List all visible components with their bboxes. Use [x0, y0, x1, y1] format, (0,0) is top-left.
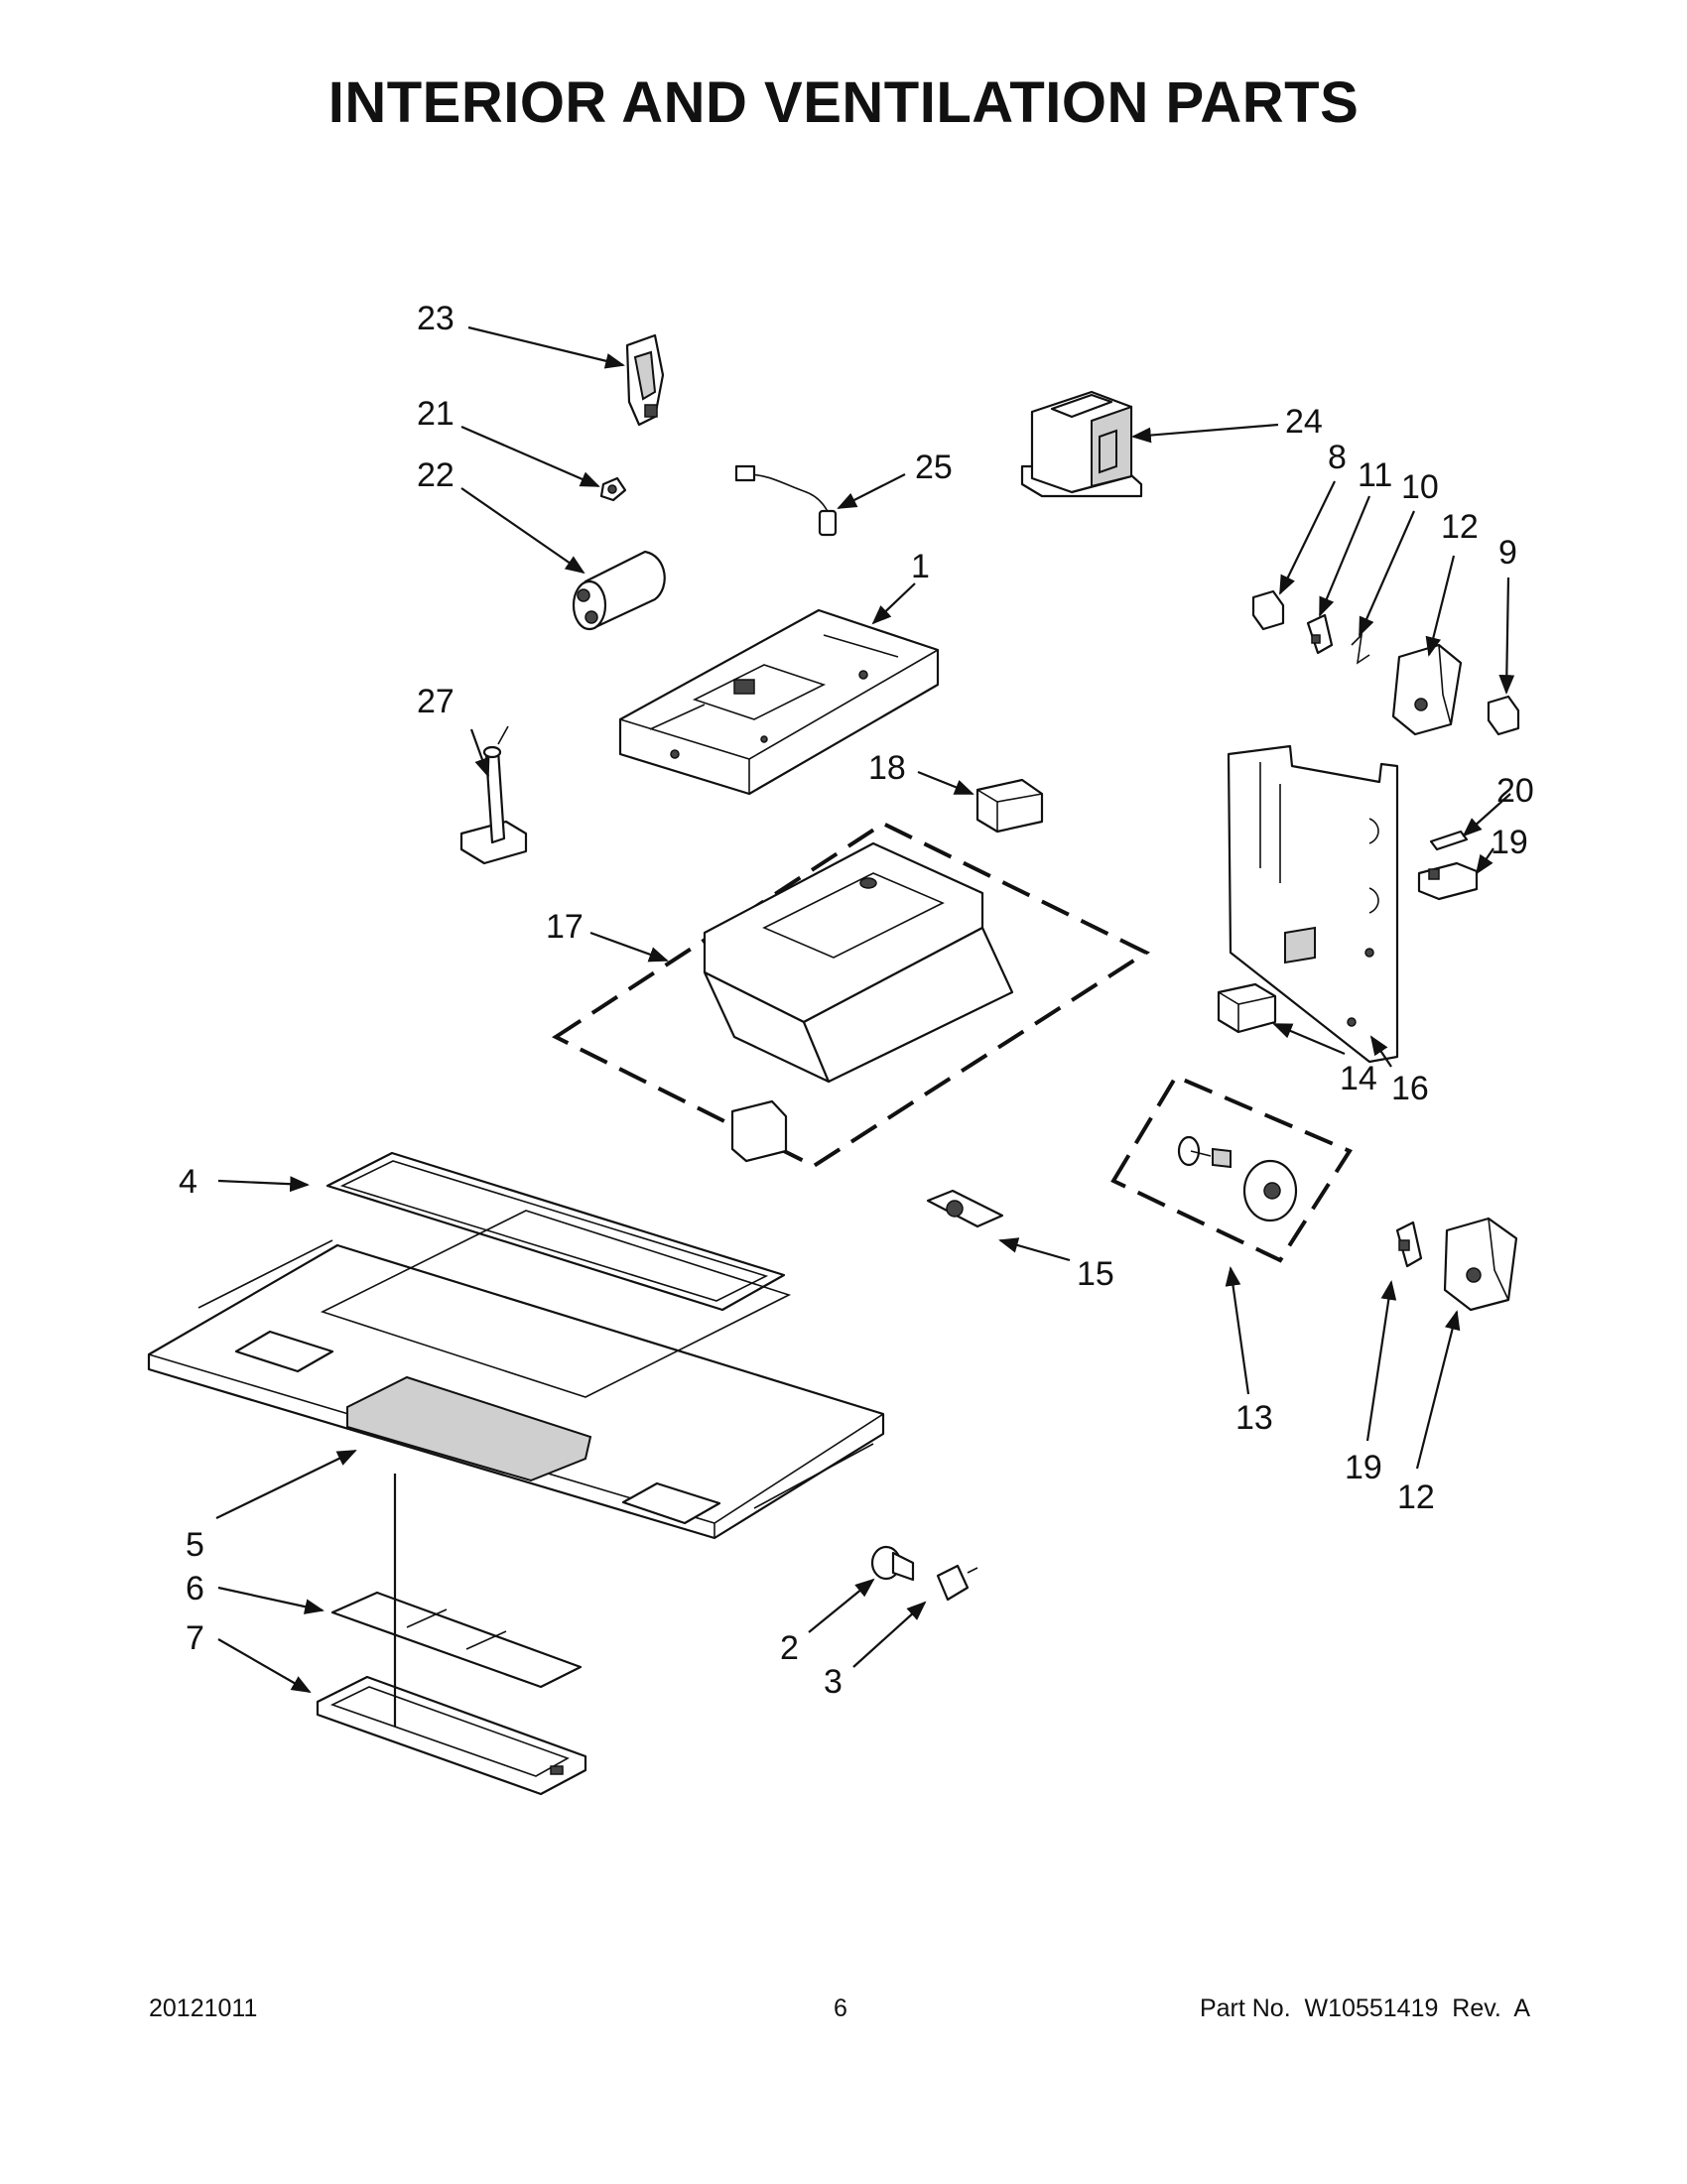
part-6-charcoal-filter [330, 1591, 583, 1689]
part-27-post [459, 725, 528, 865]
part-7-filter-tray [316, 1675, 587, 1796]
callout-21: 20 [1496, 772, 1534, 810]
callout-13: 13 [1235, 1399, 1273, 1437]
callout-22: 21 [417, 395, 454, 433]
callout-17: 17 [546, 908, 584, 946]
callout-26: 25 [915, 449, 953, 486]
part-22-clip [599, 476, 627, 502]
part-9-switch [1487, 695, 1520, 736]
leader-lines [215, 325, 1515, 1727]
callout-5: 5 [186, 1526, 204, 1564]
part-13-stirrer-assembly [1110, 1074, 1353, 1263]
callout-25: 22 [417, 456, 454, 494]
callout-7: 7 [186, 1619, 204, 1657]
callout-11: 11 [1358, 456, 1392, 494]
callout-20: 19 [1491, 824, 1528, 861]
part-25-capacitor [572, 550, 666, 631]
callout-24: 23 [417, 300, 454, 337]
callout-6: 6 [186, 1570, 204, 1607]
part-12-switch-holder-lower [1443, 1217, 1518, 1312]
callout-23: 24 [1285, 403, 1323, 441]
part-5-bottom-plate [147, 1210, 885, 1540]
part-11-switch [1306, 613, 1334, 655]
part-19-switch-actuator [1395, 1220, 1423, 1268]
callout-18: 18 [868, 749, 906, 787]
part-16-control-bracket [1227, 744, 1399, 1064]
part-12-switch-holder-upper [1391, 643, 1463, 736]
part-21-fuse [1429, 830, 1469, 851]
part-17-vent-duct-assembly [551, 821, 1151, 1169]
callout-14: 14 [1340, 1060, 1377, 1097]
callout-12-lower: 12 [1397, 1478, 1435, 1516]
callout-9: 9 [1498, 534, 1517, 572]
part-14-relay [1217, 982, 1277, 1034]
part-8-switch [1251, 589, 1285, 631]
footer-part-number: Part No. W10551419 Rev. A [1199, 1994, 1530, 2022]
callout-19: 19 [1345, 1449, 1382, 1486]
part-23-transformer [1020, 390, 1143, 498]
callout-3: 3 [824, 1663, 843, 1701]
page-title: INTERIOR AND VENTILATION PARTS [327, 70, 1360, 135]
callout-labels: 23 21 22 25 24 1 8 11 10 12 9 27 18 20 1… [179, 300, 1534, 1701]
callout-12-upper: 12 [1441, 508, 1479, 546]
part-4-filter-panel [325, 1151, 786, 1312]
part-2-lamp [870, 1545, 915, 1582]
footer-page-number: 6 [834, 1994, 847, 2022]
part-24-latch-bracket [625, 333, 665, 427]
callout-4: 4 [179, 1163, 197, 1201]
callout-10: 10 [1401, 468, 1439, 506]
callout-8: 8 [1328, 439, 1347, 476]
part-3-lamp-socket [936, 1564, 978, 1602]
part-20-fuse-holder [1417, 861, 1479, 901]
callout-1: 1 [911, 548, 930, 585]
part-15-thermostat-plate [926, 1189, 1004, 1228]
part-26-diode [734, 464, 838, 537]
footer-date-code: 20121011 [149, 1994, 258, 2022]
part-1-mounting-plate [618, 608, 940, 796]
callout-16: 16 [1391, 1070, 1429, 1107]
callout-27: 27 [417, 683, 454, 720]
part-10-spring [1351, 632, 1370, 665]
callout-15: 15 [1077, 1255, 1114, 1293]
callout-2: 2 [780, 1629, 799, 1667]
part-18-relay [975, 778, 1044, 834]
